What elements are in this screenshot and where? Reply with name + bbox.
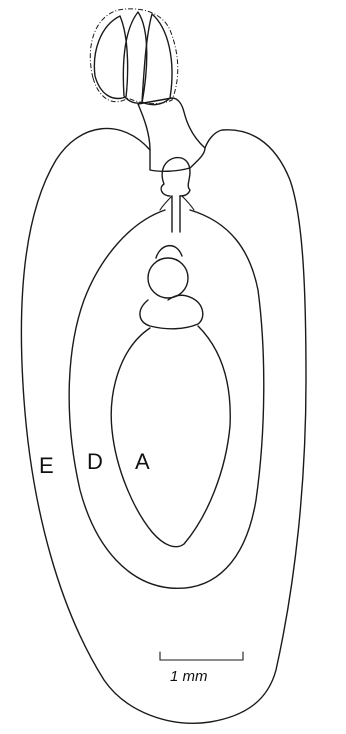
style-stalk	[138, 98, 205, 171]
label-a: A	[135, 449, 150, 474]
ovary-region	[140, 246, 203, 329]
inner-body-a	[111, 326, 230, 547]
label-d: D	[87, 449, 103, 474]
scale-bar-label: 1 mm	[170, 668, 208, 685]
stigma-head	[90, 9, 177, 105]
middle-layer-d	[69, 210, 264, 588]
scale-bar: 1 mm	[160, 652, 243, 685]
label-e: E	[39, 453, 54, 478]
